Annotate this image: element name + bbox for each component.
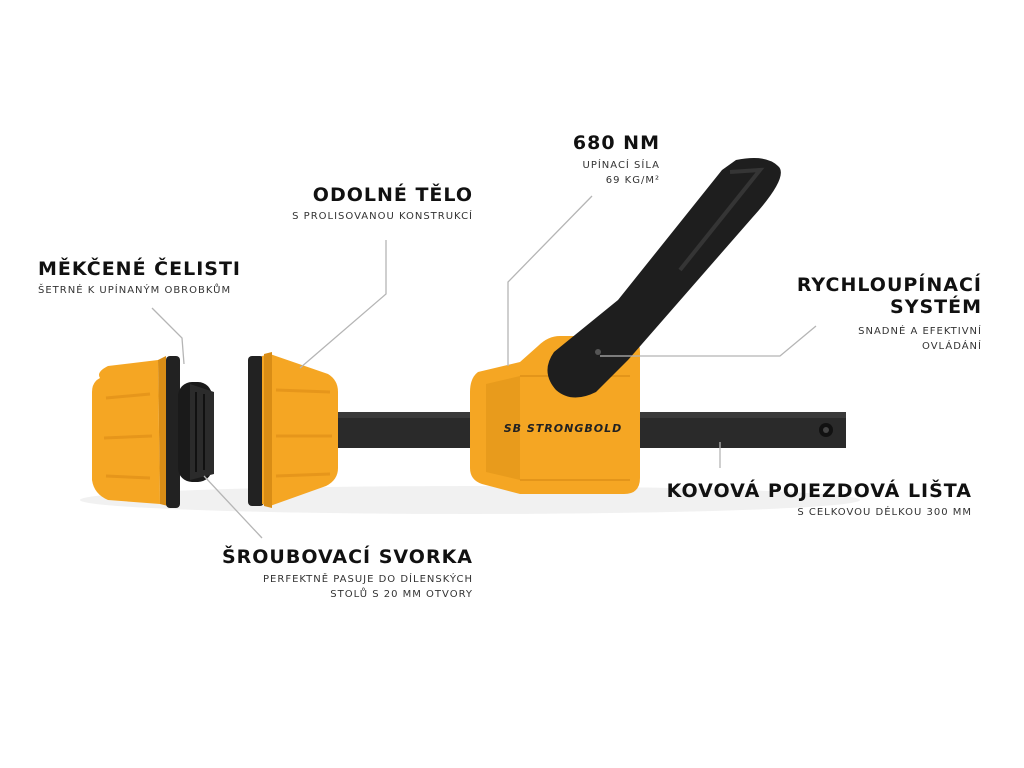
- callout-subtitle-line-1: SNADNÉ A EFEKTIVNÍ: [858, 326, 982, 337]
- quick-release-handle: [547, 158, 781, 398]
- callout-subtitle-line-1: UPÍNACÍ SÍLA: [582, 160, 660, 171]
- screw-clamp: [178, 382, 214, 482]
- sturdy-body-jaw: [248, 352, 338, 508]
- leader-quick: [600, 325, 817, 357]
- callout-subtitle-line-2: STOLŮ S 20 MM OTVORY: [330, 589, 473, 600]
- callout-soft-jaws: MĚKČENÉ ČELISTI ŠETRNÉ K UPÍNANÝM OBROBK…: [38, 258, 241, 298]
- callout-title: ŠROUBOVACÍ SVORKA: [221, 546, 473, 568]
- leader-jaws: [151, 307, 185, 365]
- callout-subtitle: S PROLISOVANOU KONSTRUKCÍ: [292, 211, 473, 222]
- callout-lines: [151, 195, 817, 539]
- callout-screw-clamp: ŠROUBOVACÍ SVORKA PERFEKTNĚ PASUJE DO DÍ…: [222, 546, 473, 602]
- callout-quick-release: RYCHLOUPÍNACÍ SYSTÉM SNADNÉ A EFEKTIVNÍ …: [797, 274, 982, 354]
- callout-subtitle-line-2: 69 KG/M²: [605, 175, 660, 186]
- leader-screw: [203, 475, 263, 539]
- leader-body: [299, 240, 387, 369]
- callout-subtitle-line-1: PERFEKTNĚ PASUJE DO DÍLENSKÝCH: [263, 574, 473, 585]
- callout-title: ODOLNÉ TĚLO: [312, 184, 473, 206]
- callout-subtitle: S CELKOVOU DÉLKOU 300 MM: [797, 507, 972, 518]
- callout-subtitle-line-2: OVLÁDÁNÍ: [922, 341, 982, 352]
- soft-jaw-left: [92, 356, 180, 508]
- brand-logo: SB STRONGBOLD: [504, 422, 623, 435]
- callout-subtitle: ŠETRNÉ K UPÍNANÝM OBROBKŮM: [38, 285, 232, 296]
- callout-title: 680 NM: [572, 132, 660, 154]
- callout-title: KOVOVÁ POJEZDOVÁ LIŠTA: [666, 480, 972, 502]
- leader-force: [507, 195, 593, 366]
- callout-title: MĚKČENÉ ČELISTI: [38, 258, 241, 280]
- callout-sturdy-body: ODOLNÉ TĚLO S PROLISOVANOU KONSTRUKCÍ: [292, 184, 473, 224]
- callout-title-line-2: SYSTÉM: [890, 296, 982, 318]
- callout-clamping-force: 680 NM UPÍNACÍ SÍLA 69 KG/M²: [573, 132, 660, 188]
- callout-title-line-1: RYCHLOUPÍNACÍ: [796, 274, 982, 296]
- callout-metal-rail: KOVOVÁ POJEZDOVÁ LIŠTA S CELKOVOU DÉLKOU…: [667, 480, 972, 520]
